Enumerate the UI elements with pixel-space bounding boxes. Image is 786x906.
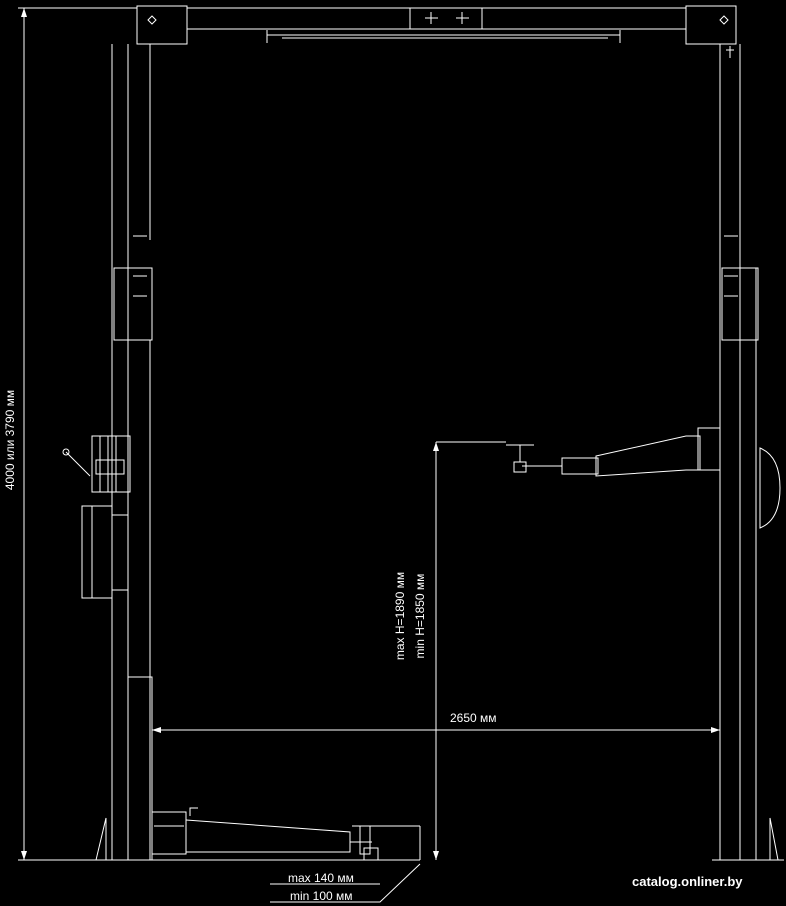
total-height-label: 4000 или 3790 мм — [3, 390, 17, 490]
max-pickup-height-label: max 140 мм — [288, 871, 354, 885]
lift-height-dimension-line — [433, 441, 506, 860]
min-lift-height-label: min H=1850 мм — [413, 574, 427, 659]
width-label: 2650 мм — [450, 711, 497, 725]
min-pickup-height-label: min 100 мм — [290, 889, 353, 903]
max-lift-height-label: max H=1890 мм — [393, 572, 407, 660]
floor-line — [92, 825, 421, 861]
left-column — [62, 44, 160, 861]
lowered-lift-arm — [151, 807, 386, 861]
raised-lift-arm — [506, 435, 701, 477]
right-column — [697, 44, 784, 861]
height-dimension-line — [18, 7, 137, 861]
watermark: catalog.onliner.by — [632, 874, 743, 889]
top-crossbeam — [136, 5, 737, 45]
pickup-height-leader — [270, 863, 421, 903]
